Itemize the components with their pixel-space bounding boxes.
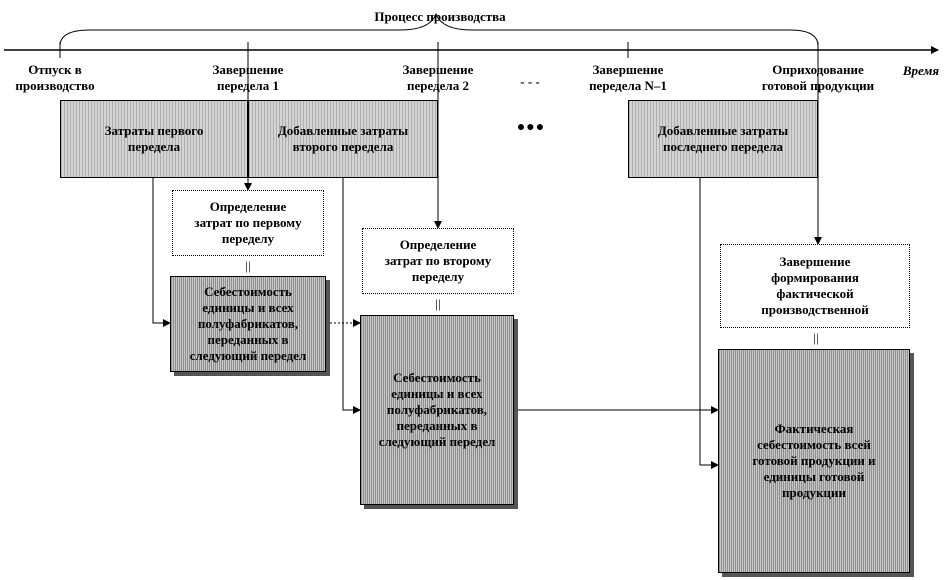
- result-first: Себестоимость единицы и всех полуфабрика…: [170, 276, 326, 372]
- process-title: Процесс производства: [374, 9, 506, 24]
- cost-box-last-label: Добавленные затраты последнего передела: [657, 123, 789, 154]
- stage-label-3: Завершение передела N–1: [589, 62, 667, 93]
- dots-small: - - -: [520, 74, 540, 89]
- result-second-label: Себестоимость единицы и всех полуфабрика…: [378, 370, 496, 449]
- result-second: Себестоимость единицы и всех полуфабрика…: [360, 315, 514, 505]
- result-final: Фактическая себестоимость всей готовой п…: [718, 349, 910, 573]
- stage-label-4: Оприходование готовой продукции: [761, 62, 875, 93]
- equals-second: ||: [435, 296, 441, 311]
- equals-final: ||: [813, 330, 819, 345]
- determination-first-label: Определение затрат по первому переделу: [194, 199, 302, 246]
- arrow-cost2-to-result2: [342, 178, 361, 414]
- cost-box-second-label: Добавленные затраты второго передела: [277, 123, 409, 154]
- cost-box-first: Затраты первого передела: [60, 100, 248, 178]
- cost-box-first-label: Затраты первого передела: [104, 123, 204, 154]
- cost-box-second: Добавленные затраты второго передела: [248, 100, 438, 178]
- arrow-costlast-to-final: [699, 178, 719, 469]
- determination-second: Определение затрат по второму переделу: [362, 228, 514, 294]
- result-first-label: Себестоимость единицы и всех полуфабрика…: [189, 284, 307, 363]
- stage-label-2: Завершение передела 2: [402, 62, 474, 93]
- stage-label-1: Завершение передела 1: [212, 62, 284, 93]
- dots-big: ●●●: [516, 120, 546, 135]
- result-final-label: Фактическая себестоимость всей готовой п…: [752, 421, 876, 500]
- process-brace: [59, 12, 819, 47]
- determination-first: Определение затрат по первому переделу: [172, 190, 324, 256]
- axis-label: Время: [902, 63, 940, 78]
- determination-final: Завершение формирования фактической прои…: [720, 244, 910, 328]
- arrow-cost1-to-result1: [152, 178, 171, 327]
- cost-box-last: Добавленные затраты последнего передела: [628, 100, 818, 178]
- determination-final-label: Завершение формирования фактической прои…: [761, 254, 869, 317]
- determination-second-label: Определение затрат по второму переделу: [384, 237, 492, 284]
- stage-label-0: Отпуск в производство: [15, 62, 95, 93]
- equals-first: ||: [245, 258, 251, 273]
